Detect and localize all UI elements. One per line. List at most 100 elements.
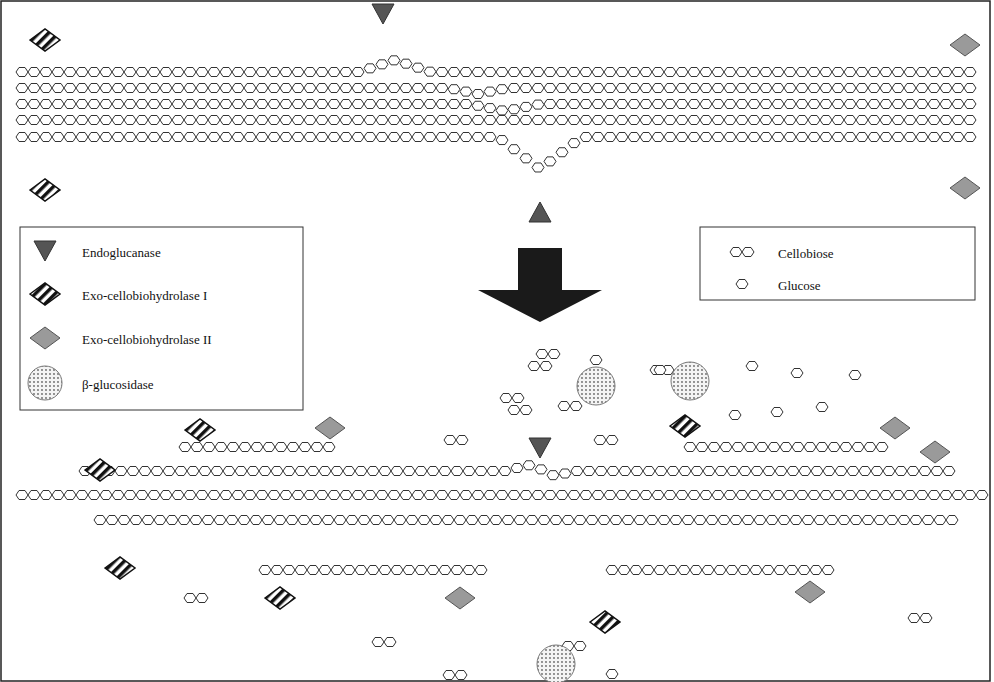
glucose-unit — [652, 491, 664, 500]
glucose-unit — [287, 443, 299, 452]
glucose-unit — [460, 100, 472, 109]
glucose-unit — [580, 68, 592, 77]
glucose-unit — [706, 516, 718, 525]
glucose-unit — [856, 100, 868, 109]
glucose-unit — [724, 116, 736, 125]
cellobiose — [455, 671, 467, 680]
glucose-unit — [744, 443, 756, 452]
legend-label: β-glucosidase — [82, 377, 154, 393]
glucose-unit — [664, 68, 676, 77]
glucose-unit — [724, 100, 736, 109]
glucose-unit — [232, 100, 244, 109]
cellobiose — [908, 614, 920, 623]
glucose-unit — [907, 467, 919, 476]
glucose-unit — [352, 100, 364, 109]
glucose-unit — [250, 516, 262, 525]
free-glucose — [606, 670, 618, 679]
exo-cellobiohydrolase-ii — [920, 441, 950, 463]
glucose-unit — [868, 68, 880, 77]
glucose-unit — [784, 491, 796, 500]
glucose-unit — [451, 566, 463, 575]
glucose-unit — [400, 100, 412, 109]
glucose-unit — [556, 100, 568, 109]
glucose-unit — [274, 516, 286, 525]
glucose-unit — [931, 467, 943, 476]
glucose-unit — [964, 133, 976, 142]
glucose-unit — [802, 516, 814, 525]
glucose-unit — [340, 68, 352, 77]
glucose-unit — [868, 133, 880, 142]
glucose-unit — [838, 516, 850, 525]
glucose-unit — [316, 116, 328, 125]
glucose-unit — [616, 133, 628, 142]
glucose-unit — [880, 133, 892, 142]
glucose-unit — [136, 100, 148, 109]
glucose-unit — [346, 516, 358, 525]
glucose-unit — [40, 84, 52, 93]
free-glucose — [849, 371, 861, 380]
glucose-unit — [64, 84, 76, 93]
glucose-unit — [916, 133, 928, 142]
glucose-unit — [718, 516, 730, 525]
glucose-unit — [544, 100, 556, 109]
glucose-unit — [460, 116, 472, 125]
glucose-unit — [412, 116, 424, 125]
glucose-unit — [898, 516, 910, 525]
glucose-unit — [772, 116, 784, 125]
free-glucose — [746, 362, 758, 371]
glucose-unit — [184, 133, 196, 142]
glucose-unit — [472, 68, 484, 77]
glucose-unit — [778, 516, 790, 525]
glucose-unit — [196, 68, 208, 77]
glucose-unit — [739, 467, 751, 476]
glucose-unit — [112, 100, 124, 109]
glucose-unit — [220, 491, 232, 500]
glucose-unit — [712, 116, 724, 125]
legend-entry: Cellobiose — [778, 244, 834, 262]
glucose-unit — [352, 491, 364, 500]
glucose-unit — [208, 116, 220, 125]
glucose-unit — [580, 84, 592, 93]
glucose-unit — [526, 516, 538, 525]
glucose-unit — [388, 133, 400, 142]
glucose-unit — [508, 84, 520, 93]
glucose-unit — [919, 467, 931, 476]
cellobiose — [570, 402, 582, 411]
legend-label: Endoglucanase — [82, 245, 161, 261]
glucose-unit — [268, 100, 280, 109]
glucose-unit — [640, 68, 652, 77]
glucose-unit — [940, 84, 952, 93]
glucose-unit — [508, 105, 520, 114]
glucose-unit — [100, 84, 112, 93]
glucose-unit — [112, 491, 124, 500]
glucose-unit — [203, 443, 215, 452]
glucose-unit — [175, 467, 187, 476]
glucose-unit — [388, 100, 400, 109]
glucose-unit — [172, 116, 184, 125]
glucose-unit — [928, 68, 940, 77]
glucose-unit — [664, 491, 676, 500]
glucose-unit — [415, 467, 427, 476]
glucose-unit — [928, 100, 940, 109]
glucose-unit — [403, 566, 415, 575]
glucose-unit — [307, 566, 319, 575]
glucose-unit — [868, 84, 880, 93]
glucose-unit — [280, 116, 292, 125]
glucose-unit — [688, 133, 700, 142]
exo-cellobiohydrolase-i — [670, 415, 700, 437]
glucose-unit — [538, 516, 550, 525]
glucose-unit — [688, 116, 700, 125]
glucose-unit — [964, 68, 976, 77]
glucose-unit — [364, 100, 376, 109]
glucose-unit — [208, 491, 220, 500]
glucose-unit — [796, 100, 808, 109]
glucose-unit — [792, 443, 804, 452]
glucose-unit — [619, 467, 631, 476]
glucose-unit — [592, 133, 604, 142]
glucose-unit — [676, 491, 688, 500]
glucose-unit — [223, 467, 235, 476]
glucose-unit — [664, 100, 676, 109]
glucose-unit — [652, 68, 664, 77]
glucose-unit — [52, 133, 64, 142]
glucose-unit — [678, 566, 690, 575]
